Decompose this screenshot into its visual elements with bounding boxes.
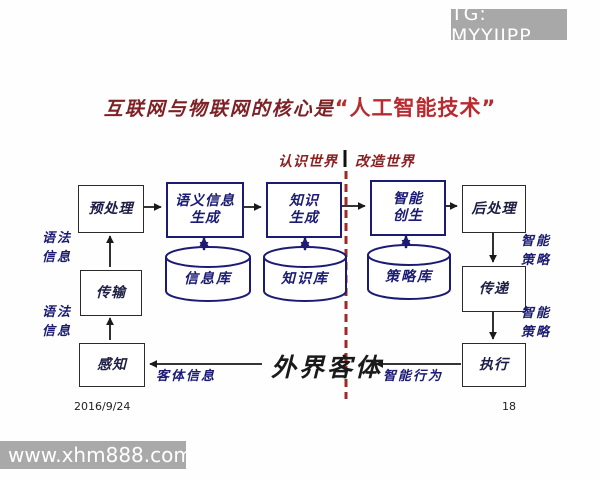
label-outside-world: 外界客体: [271, 353, 384, 382]
title-prefix: 互联网与物联网的核心是: [103, 98, 335, 120]
box-transfer: 传递: [462, 266, 526, 312]
label-syntax-info-lower: 语法 信息: [42, 305, 73, 339]
tg-badge: TG: MYYJJPP: [451, 3, 567, 47]
label-smart-strategy-lower: 智能 策略: [521, 306, 552, 340]
knowledge-db-label: 知识库: [281, 271, 329, 287]
page-number: 18: [502, 400, 516, 413]
label-smart-behavior: 智能行为: [383, 369, 444, 384]
label-syntax-info-upper: 语法 信息: [42, 231, 73, 265]
box-intelligence-creation: 智能 创生: [370, 180, 446, 236]
phase-label-know-world: 认识世界: [278, 154, 338, 170]
box-perceive: 感知: [79, 343, 145, 387]
title-highlight: “人工智能技术”: [334, 96, 497, 120]
slide-title: 互联网与物联网的核心是“人工智能技术”: [0, 92, 600, 122]
slide-date: 2016/9/24: [74, 400, 131, 413]
watermark-bar: www.xhm888.com: [0, 441, 193, 469]
box-postprocess: 后处理: [462, 185, 526, 233]
label-smart-strategy-upper: 智能 策略: [521, 234, 552, 268]
box-execute: 执行: [462, 343, 526, 387]
info-db-label: 信息库: [184, 271, 232, 287]
strategy-db-cylinder: [367, 244, 451, 300]
strategy-db-label: 策略库: [385, 269, 433, 285]
info-db-cylinder: [165, 246, 251, 302]
box-transmit: 传输: [80, 270, 142, 316]
box-preprocess: 预处理: [78, 185, 144, 233]
phase-label-change-world: 改造世界: [355, 154, 415, 170]
box-knowledge-generation: 知识 生成: [266, 182, 342, 238]
label-object-info: 客体信息: [156, 369, 217, 384]
knowledge-db-cylinder: [263, 246, 347, 302]
box-semantic-info-generation: 语义信息 生成: [166, 182, 244, 238]
